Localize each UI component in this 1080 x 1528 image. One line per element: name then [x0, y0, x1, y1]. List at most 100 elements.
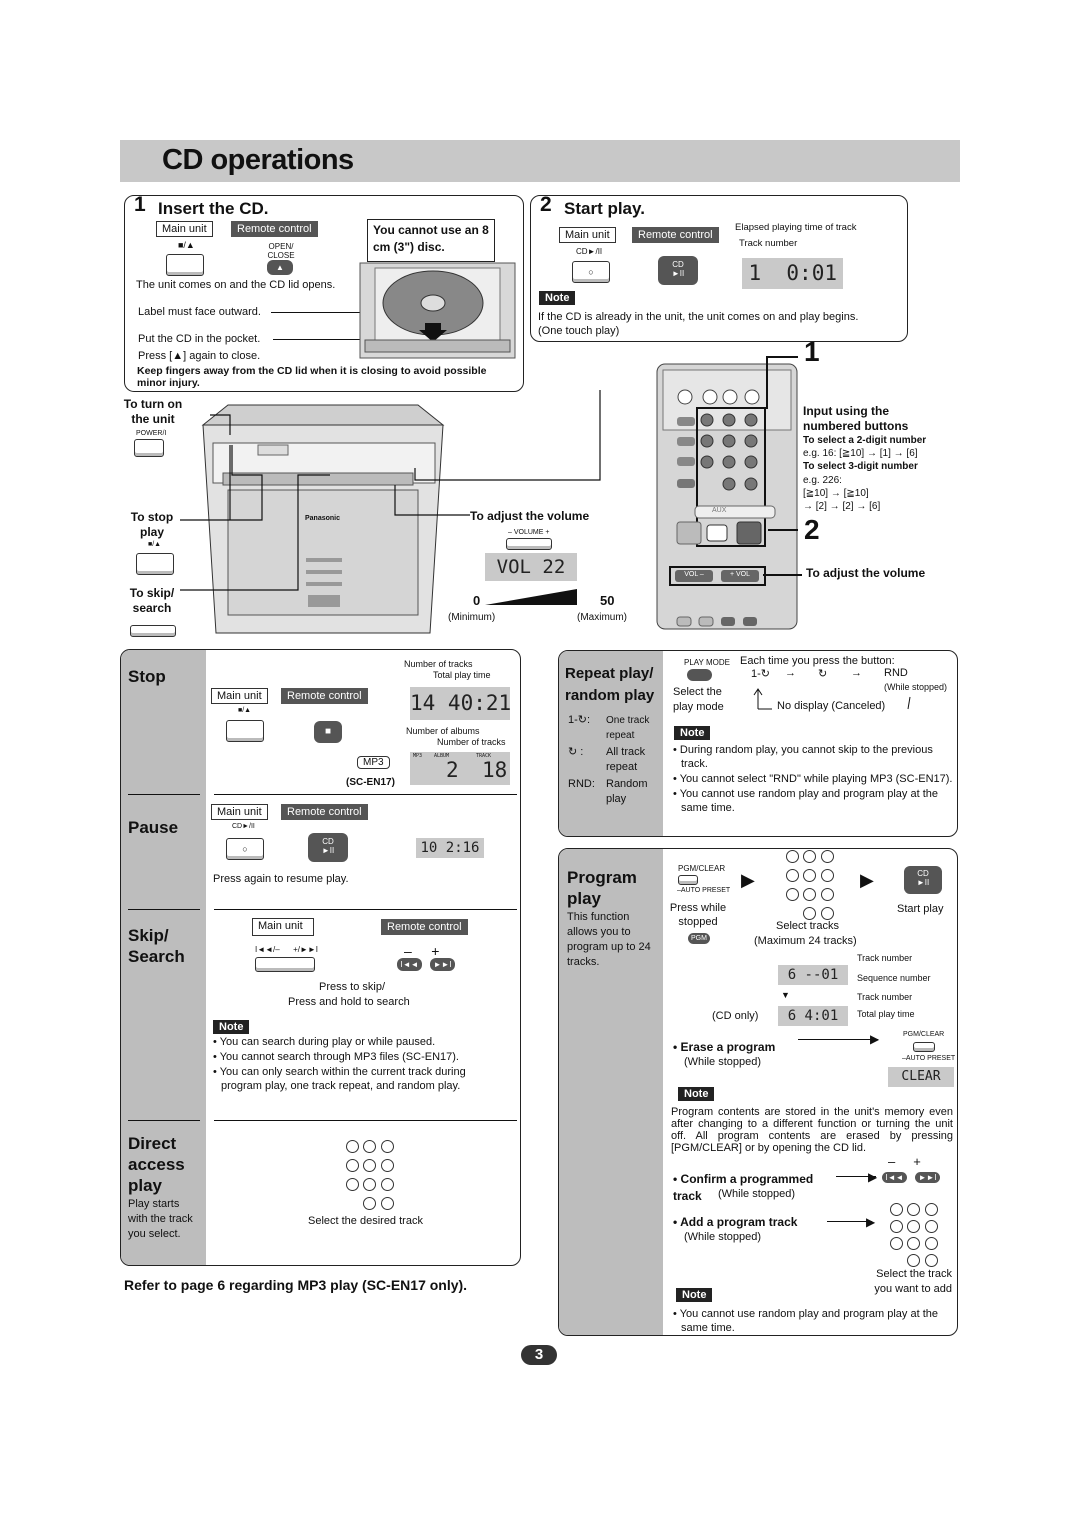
pgm-button[interactable]: PGM: [688, 933, 710, 944]
add-key[interactable]: [890, 1237, 903, 1250]
album-number: 2: [446, 758, 459, 782]
keypad-8[interactable]: [363, 1178, 377, 1191]
pause-cd-sym: CD►/II: [232, 823, 255, 830]
pgm-clear-button[interactable]: [678, 875, 698, 885]
to-stop-label: To stop play: [130, 510, 174, 539]
keypad-9[interactable]: [380, 1178, 394, 1191]
keypad-1[interactable]: [346, 1140, 359, 1153]
remote-vol-minus[interactable]: VOL –: [684, 571, 704, 578]
skip-note-3: • You can only search within the current…: [213, 1066, 466, 1092]
remote-callout-2: 2: [804, 514, 820, 545]
add-key[interactable]: [907, 1220, 921, 1233]
pgm-key[interactable]: [803, 888, 817, 901]
add-key[interactable]: [924, 1237, 938, 1250]
power-button[interactable]: [134, 439, 164, 457]
program-heading: Program play: [567, 868, 637, 908]
keypad-4[interactable]: [346, 1159, 359, 1172]
skip-button[interactable]: [130, 625, 176, 637]
program-desc: This function allows you to program up t…: [567, 911, 651, 968]
to-skip-label: To skip/ search: [129, 586, 175, 615]
mode-desc: One track repeat: [606, 715, 650, 741]
track-number-label: Track number: [857, 953, 913, 963]
add-key[interactable]: [907, 1237, 921, 1250]
pgm-key[interactable]: [786, 850, 799, 863]
keypad-10[interactable]: [380, 1197, 394, 1210]
add-key[interactable]: [890, 1203, 903, 1216]
skip-main-button[interactable]: [255, 957, 315, 972]
down-arrow-icon: ▼: [781, 990, 790, 1000]
insert-remote-tab: Remote control: [231, 221, 318, 237]
mode-row-3: RND:Random play: [568, 777, 664, 807]
program-note2: • You cannot use random play and program…: [673, 1308, 938, 1334]
pgm-key[interactable]: [820, 888, 834, 901]
add-key[interactable]: [924, 1220, 938, 1233]
skip-note-2-text: You cannot search through MP3 files (SC-…: [219, 1051, 459, 1063]
keypad-7[interactable]: [346, 1178, 359, 1191]
play-mode-button[interactable]: [687, 669, 712, 681]
keypad-6[interactable]: [380, 1159, 394, 1172]
confirm-back-button[interactable]: I◄◄: [882, 1172, 907, 1183]
open-close-button[interactable]: [166, 254, 204, 276]
refer-text: Refer to page 6 regarding MP3 play (SC-E…: [124, 1277, 468, 1293]
keypad-3[interactable]: [380, 1140, 394, 1153]
pgm-key[interactable]: [786, 888, 799, 901]
operations-side-column: [121, 650, 206, 1265]
pause-main-button[interactable]: ○: [226, 838, 264, 860]
add-arrow-head: ▶: [866, 1215, 876, 1229]
pgm-clear-label: PGM/CLEAR: [678, 864, 726, 873]
power-label: POWER/I: [136, 430, 167, 437]
cd-play-button[interactable]: ○: [572, 261, 610, 283]
select-tracks-text: Select tracks: [776, 920, 839, 932]
clear-display: CLEAR: [888, 1067, 954, 1087]
pgm-key[interactable]: [786, 869, 799, 882]
remote-cd-play-button[interactable]: CD►II: [658, 256, 698, 285]
mode-seq-1: 1-↻: [751, 668, 770, 680]
start-note-text: If the CD is already in the unit, the un…: [538, 311, 859, 323]
stop-remote-button[interactable]: ■: [314, 721, 342, 743]
pgm-key[interactable]: [803, 907, 817, 920]
erase-pgm-clear-label: PGM/CLEAR: [903, 1031, 945, 1038]
pgm-key[interactable]: [820, 869, 834, 882]
remote-eject-button[interactable]: ▲: [267, 260, 293, 275]
pgm-key[interactable]: [820, 850, 834, 863]
two-digit-label: To select a 2-digit number: [803, 435, 927, 446]
start-note-label: Note: [539, 291, 576, 305]
pgm-key[interactable]: [803, 850, 817, 863]
keypad-2[interactable]: [363, 1140, 377, 1153]
stop-main-button[interactable]: [226, 720, 264, 742]
volume-knob[interactable]: [506, 538, 552, 550]
add-key[interactable]: [924, 1203, 938, 1216]
max-tracks-text: (Maximum 24 tracks): [754, 935, 857, 947]
cd-warning-box: You cannot use an 8 cm (3") disc.: [367, 219, 495, 262]
start-display: 1 0:01: [742, 258, 843, 289]
add-keypad: [890, 1203, 940, 1268]
confirm-label: • Confirm a programmed track: [673, 1172, 814, 1203]
program-cd-play-button[interactable]: CD►II: [904, 866, 942, 894]
pause-remote-button[interactable]: CD►II: [308, 833, 348, 862]
divider: [214, 1120, 517, 1121]
add-key[interactable]: [890, 1220, 903, 1233]
skip-back-button[interactable]: I◄◄: [397, 958, 422, 971]
add-key[interactable]: [924, 1254, 938, 1267]
skip-forward-button[interactable]: ►►I: [430, 958, 455, 971]
keypad-5[interactable]: [363, 1159, 377, 1172]
auto-preset-label: –AUTO PRESET: [677, 887, 731, 894]
each-time-text: Each time you press the button:: [740, 655, 895, 667]
divider: [128, 794, 200, 795]
vol-display: VOL 22: [485, 553, 577, 581]
stop-button[interactable]: [136, 553, 174, 575]
direct-heading: Direct access play: [128, 1134, 185, 1195]
repeat-note-3-text: You cannot use random play and program p…: [679, 788, 938, 814]
erase-pgm-button[interactable]: [913, 1042, 935, 1052]
cd-play-label: CD►/II: [576, 247, 603, 256]
repeat-note-2-text: You cannot select "RND" while playing MP…: [679, 773, 953, 785]
add-key[interactable]: [907, 1254, 921, 1267]
pgm-key[interactable]: [820, 907, 834, 920]
remote-vol-plus[interactable]: + VOL: [729, 571, 751, 578]
unit-brand-label: Panasonic: [305, 515, 341, 522]
keypad-0[interactable]: [363, 1197, 377, 1210]
confirm-forward-button[interactable]: ►►I: [915, 1172, 940, 1183]
pause-remote-tab: Remote control: [281, 804, 368, 820]
pgm-key[interactable]: [803, 869, 817, 882]
add-key[interactable]: [907, 1203, 921, 1216]
